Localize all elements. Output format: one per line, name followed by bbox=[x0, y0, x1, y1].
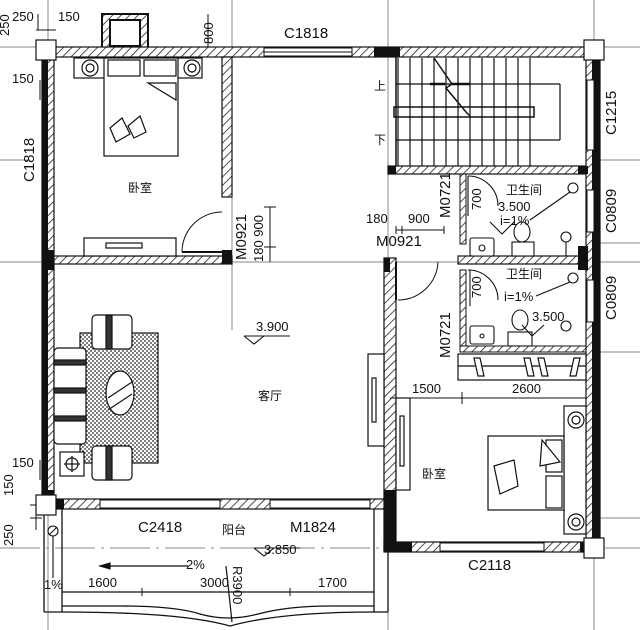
room-label-balcony: 阳台 bbox=[222, 523, 247, 537]
slope-bath-upper: i=1% bbox=[500, 213, 530, 228]
stair-treads bbox=[397, 58, 531, 166]
dim-bath-700-lower: 700 bbox=[469, 276, 484, 298]
door-label-balcony: M1824 bbox=[290, 519, 336, 536]
room-label-bedroom-se: 卧室 bbox=[422, 467, 447, 481]
slope-arrows bbox=[97, 562, 233, 623]
bathroom-upper-fixtures bbox=[467, 175, 579, 257]
dim-top-800: 800 bbox=[201, 22, 216, 44]
dim-corridor-1500: 1500 bbox=[412, 381, 441, 396]
dim-bath-700-upper: 700 bbox=[469, 188, 484, 210]
window-label-top: C1818 bbox=[284, 25, 329, 42]
interior-walls bbox=[53, 56, 588, 353]
dim-bottom-150-a: 150 bbox=[12, 455, 34, 470]
door-swing-hall bbox=[395, 261, 439, 301]
bathroom-lower-fixtures bbox=[467, 269, 579, 347]
door-label-bedroom: M0921 bbox=[233, 214, 250, 260]
door-label-bath-lower: M0721 bbox=[437, 312, 454, 358]
flue-shaft bbox=[101, 13, 149, 51]
dim-door-180-900: 180 900 bbox=[251, 215, 266, 262]
dresser-nw bbox=[83, 237, 177, 257]
dim-corridor-2600: 2600 bbox=[512, 381, 541, 396]
dim-bottom-250: 250 bbox=[1, 524, 16, 546]
dim-balcony-radius: R3900 bbox=[230, 566, 245, 605]
dim-bottom-150-b: 150 bbox=[1, 474, 16, 496]
room-label-bath-upper: 卫生间 bbox=[506, 183, 543, 197]
dim-balcony-3000: 3000 bbox=[200, 575, 229, 590]
slope-balcony-main: 2% bbox=[186, 557, 205, 572]
slope-balcony-side: 1% bbox=[44, 577, 63, 592]
elevation-balcony: 3.850 bbox=[264, 542, 297, 557]
stair-down-label: 下 bbox=[374, 133, 387, 147]
balcony-drain bbox=[47, 525, 59, 578]
elevation-bath-lower: 3.500 bbox=[532, 309, 565, 324]
room-label-bath-lower: 卫生间 bbox=[506, 267, 543, 281]
window-label-balcony: C2418 bbox=[138, 519, 183, 536]
dim-hall-180: 180 bbox=[366, 211, 388, 226]
room-label-living: 客厅 bbox=[258, 389, 283, 403]
bed-se bbox=[487, 405, 587, 535]
dim-balcony-1600: 1600 bbox=[88, 575, 117, 590]
staircase bbox=[393, 57, 561, 166]
dim-hall-900: 900 bbox=[408, 211, 430, 226]
tv-cabinet bbox=[367, 353, 411, 491]
elevation-bath-upper: 3.500 bbox=[498, 199, 531, 214]
exterior-walls bbox=[41, 46, 601, 556]
slope-bath-lower: i=1% bbox=[504, 289, 534, 304]
balcony-railing bbox=[43, 509, 389, 627]
dim-left-150-a: 150 bbox=[12, 71, 34, 86]
window-label-bath-upper: C0809 bbox=[603, 188, 620, 233]
stair-up-label: 上 bbox=[374, 79, 387, 93]
window-label-bath-lower: C0809 bbox=[603, 275, 620, 320]
bed-nw bbox=[73, 57, 203, 157]
window-label-se: C2118 bbox=[468, 557, 512, 574]
elevation-markers bbox=[243, 335, 300, 557]
door-label-bath-upper: M0721 bbox=[437, 172, 454, 218]
window-label-left: C1818 bbox=[21, 137, 38, 182]
columns bbox=[35, 39, 605, 559]
door-swing-bedroom bbox=[181, 211, 223, 253]
elevation-living: 3.900 bbox=[256, 319, 289, 334]
dim-top-250: 250 bbox=[12, 9, 34, 24]
door-label-hall: M0921 bbox=[376, 233, 422, 250]
dim-left-250-top: 250 bbox=[0, 14, 12, 36]
wardrobe bbox=[457, 353, 587, 381]
dim-balcony-1700: 1700 bbox=[318, 575, 347, 590]
dim-top-150: 150 bbox=[58, 9, 80, 24]
room-label-bedroom-nw: 卧室 bbox=[128, 181, 153, 195]
sofa-set bbox=[53, 314, 159, 481]
window-label-stair: C1215 bbox=[603, 90, 620, 135]
